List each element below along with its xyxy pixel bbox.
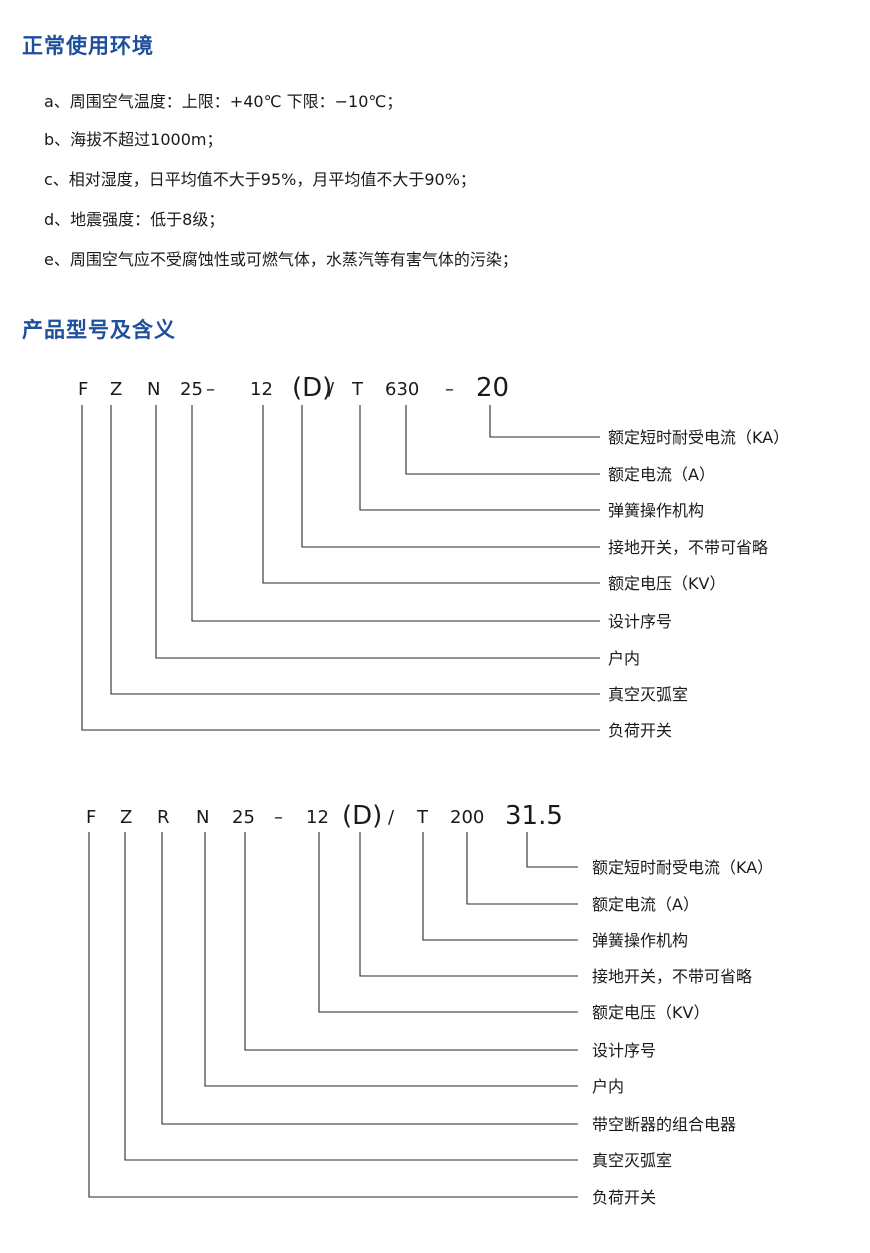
d1-code-dash-1: – (206, 379, 215, 400)
d2-leader-rated-voltage (318, 832, 578, 1013)
d1-label-rated-voltage: 额定电压（KV） (608, 574, 725, 593)
d2-code-12: 12 (306, 807, 329, 828)
d2-code-z: Z (120, 807, 132, 828)
d2-code-25: 25 (232, 807, 255, 828)
d1-leader-earthing-switch (301, 405, 600, 548)
d2-leader-rated-short-time-current (526, 832, 578, 868)
d2-label-spring-mechanism: 弹簧操作机构 (592, 931, 688, 950)
d2-leader-load-switch (88, 832, 578, 1198)
d1-code-d: (D) (292, 373, 332, 403)
d1-label-earthing-switch: 接地开关，不带可省略 (608, 538, 768, 557)
environment-item-b: b、海拔不超过1000m； (44, 130, 223, 149)
d1-label-design-number: 设计序号 (608, 612, 672, 631)
environment-item-d: d、地震强度：低于8级； (44, 210, 225, 229)
environment-item-a: a、周围空气温度：上限：+40℃ 下限：−10℃； (44, 92, 403, 111)
designation-diagram-1: F Z N 25 – 12 (D) / T 630 – 20 额定短时耐受电流（… (78, 373, 789, 740)
environment-item-e: e、周围空气应不受腐蚀性或可燃气体，水蒸汽等有害气体的污染； (44, 250, 518, 269)
d1-leader-load-switch (81, 405, 600, 731)
d1-leader-spring-mechanism (359, 405, 600, 511)
d1-code-slash: / (328, 379, 335, 400)
d2-leader-combined-apparatus (161, 832, 578, 1125)
d2-code-dash: – (274, 807, 283, 828)
d1-label-spring-mechanism: 弹簧操作机构 (608, 501, 704, 520)
d1-leader-rated-voltage (262, 405, 600, 584)
d2-label-earthing-switch: 接地开关，不带可省略 (592, 967, 752, 986)
d1-label-rated-short-time-current: 额定短时耐受电流（KA） (608, 428, 789, 447)
d2-code-f: F (86, 807, 96, 828)
d1-label-load-switch: 负荷开关 (608, 721, 672, 740)
d1-leader-indoor (155, 405, 600, 659)
d1-code-t: T (351, 379, 364, 400)
designation-diagram-2: F Z R N 25 – 12 (D) / T 200 31.5 额定短时耐受电… (86, 801, 773, 1207)
d2-leader-vacuum-chamber (124, 832, 578, 1161)
d2-label-design-number: 设计序号 (592, 1041, 656, 1060)
environment-heading: 正常使用环境 (22, 34, 154, 58)
d1-leader-vacuum-chamber (110, 405, 600, 695)
d1-code-12: 12 (250, 379, 273, 400)
d1-code-25: 25 (180, 379, 203, 400)
d2-label-rated-short-time-current: 额定短时耐受电流（KA） (592, 858, 773, 877)
d2-label-vacuum-chamber: 真空灭弧室 (592, 1151, 672, 1170)
d1-label-rated-current: 额定电流（A） (608, 465, 715, 484)
d1-code-n: N (147, 379, 160, 400)
d2-label-rated-voltage: 额定电压（KV） (592, 1003, 709, 1022)
d2-code-200: 200 (450, 807, 484, 828)
d2-leader-earthing-switch (359, 832, 578, 977)
d2-label-load-switch: 负荷开关 (592, 1188, 656, 1207)
d1-code-dash-2: – (445, 379, 454, 400)
d2-leader-design-number (244, 832, 578, 1051)
model-heading: 产品型号及含义 (22, 318, 176, 342)
d1-code-f: F (78, 379, 88, 400)
d1-label-indoor: 户内 (608, 649, 640, 668)
d2-code-t: T (416, 807, 429, 828)
d2-label-indoor: 户内 (592, 1077, 624, 1096)
d2-code-r: R (157, 807, 170, 828)
d2-leader-spring-mechanism (422, 832, 578, 941)
d1-code-z: Z (110, 379, 122, 400)
d2-label-combined-apparatus: 带空断器的组合电器 (592, 1115, 736, 1134)
d2-label-rated-current: 额定电流（A） (592, 895, 699, 914)
d1-leader-design-number (191, 405, 600, 622)
d1-code-20: 20 (476, 373, 509, 403)
d2-code-31-5: 31.5 (505, 801, 563, 831)
d1-label-vacuum-chamber: 真空灭弧室 (608, 685, 688, 704)
d2-leader-rated-current (466, 832, 578, 905)
d2-code-d: (D) (342, 801, 382, 831)
d1-leader-rated-current (405, 405, 600, 475)
d2-leader-indoor (204, 832, 578, 1087)
d1-leader-rated-short-time-current (489, 405, 600, 438)
environment-item-c: c、相对湿度，日平均值不大于95%，月平均值不大于90%； (44, 170, 476, 189)
d2-code-slash: / (388, 807, 395, 828)
d2-code-n: N (196, 807, 209, 828)
d1-code-630: 630 (385, 379, 419, 400)
